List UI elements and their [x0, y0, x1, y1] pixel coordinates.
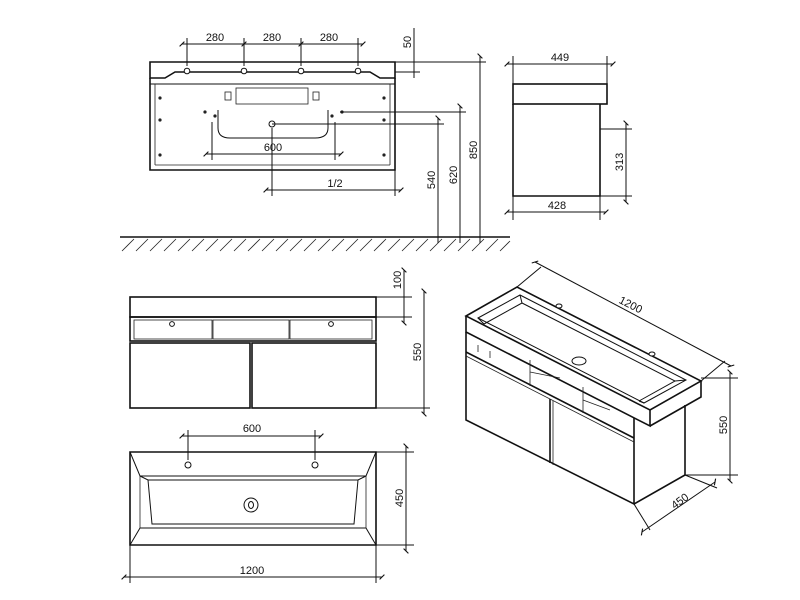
side-top	[512, 83, 608, 105]
dim-450-plan: 450	[394, 489, 406, 507]
dim-280-c: 280	[320, 32, 338, 44]
inner-shelf	[235, 87, 309, 105]
dim-428: 428	[548, 200, 566, 212]
side-body	[512, 104, 601, 197]
dim-1200-plan: 1200	[240, 565, 264, 577]
dim-449: 449	[551, 52, 569, 64]
cabinet-front: 100 550	[129, 267, 430, 417]
countertop-outline	[149, 61, 396, 79]
door-right	[251, 342, 377, 409]
dim-450-iso: 450	[669, 491, 691, 511]
plan-view: 600 450 1200	[121, 423, 414, 583]
dim-50: 50	[402, 36, 414, 48]
open-shelf	[212, 319, 290, 340]
floor-hatch	[121, 238, 511, 252]
dim-600-plan: 600	[243, 423, 261, 435]
dim-280-b: 280	[263, 32, 281, 44]
dim-550-front: 550	[412, 343, 424, 361]
dim-half: 1/2	[327, 178, 342, 190]
dim-620: 620	[448, 166, 460, 184]
dim-550-iso: 550	[718, 416, 730, 434]
dim-540: 540	[426, 171, 438, 189]
iso-drain	[571, 356, 587, 366]
drawer-left	[133, 319, 213, 340]
side-elevation: 449 428 313	[504, 52, 632, 220]
door-left	[129, 342, 251, 409]
iso-view: 1200 550 450	[464, 260, 738, 536]
front-elevation: 280 280 280 50 600 1/2 540 620 850	[120, 28, 511, 252]
dim-850: 850	[468, 141, 480, 159]
dim-280-a: 280	[206, 32, 224, 44]
cabinet-top	[129, 296, 377, 318]
dim-313: 313	[614, 153, 626, 171]
dim-600-front: 600	[264, 142, 282, 154]
drawer-right	[289, 319, 373, 340]
dim-100: 100	[392, 271, 404, 289]
